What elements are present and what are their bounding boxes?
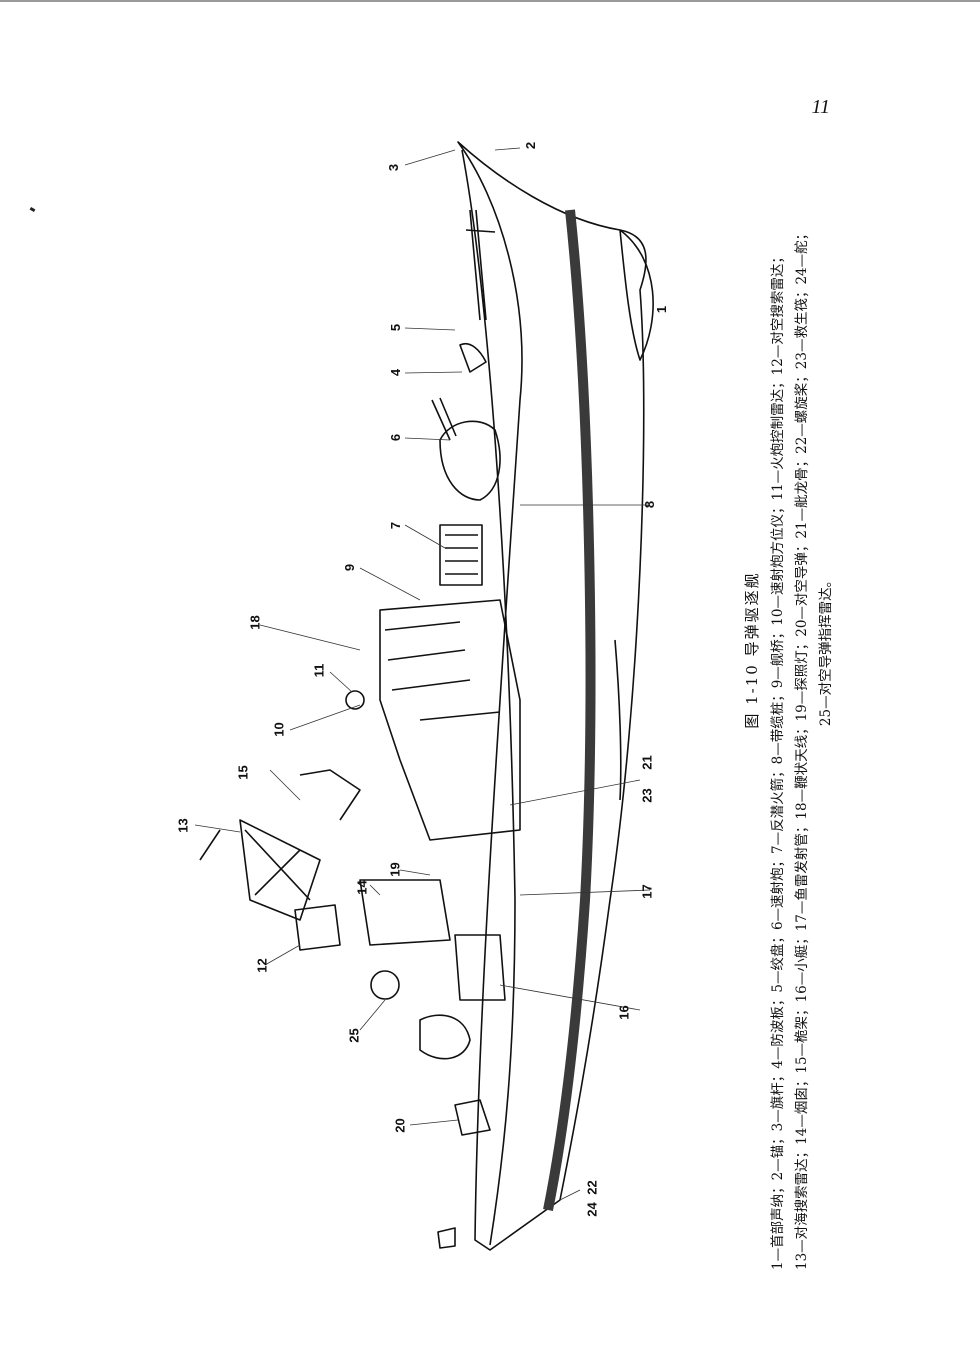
- callout-19: 19: [387, 862, 403, 877]
- air-search-radar: [294, 904, 341, 951]
- callout-14: 14: [354, 880, 370, 895]
- callout-4: 4: [388, 368, 404, 377]
- callout-22: 22: [584, 1180, 600, 1195]
- waterline-band: [543, 209, 596, 1211]
- fire-control-radar: [345, 690, 365, 710]
- bilge-keel: [614, 639, 622, 801]
- callout-6: 6: [388, 433, 404, 442]
- page-number: 11: [811, 96, 830, 118]
- hull-outline: [457, 141, 647, 1251]
- callout-10: 10: [271, 722, 287, 737]
- bridge-structure: [379, 599, 521, 841]
- callout-2: 2: [523, 141, 539, 150]
- ship-boat: [454, 934, 506, 1001]
- callout-17: 17: [639, 884, 655, 899]
- bow-curve: [619, 229, 654, 361]
- lattice-mast: [199, 819, 321, 921]
- callout-7: 7: [388, 521, 404, 530]
- figure-title: 图 1-10 导弹驱逐舰: [743, 571, 761, 729]
- callout-3: 3: [386, 163, 402, 172]
- funnel: [359, 879, 451, 946]
- anchor-chain: [465, 209, 496, 321]
- legend-line-2: 13—对海搜索雷达；14—烟囱；15—桅架；16—小艇；17—鱼雷发射管；18—…: [794, 226, 810, 1270]
- callout-21: 21: [639, 755, 655, 770]
- callout-11: 11: [311, 663, 327, 678]
- page-top-rule: [0, 0, 980, 2]
- callout-16: 16: [616, 1005, 632, 1020]
- callout-5: 5: [388, 323, 404, 332]
- stern-flag: [437, 1227, 456, 1249]
- callout-25: 25: [346, 1028, 362, 1043]
- callout-13: 13: [175, 818, 191, 833]
- breakwater: [459, 343, 487, 373]
- callout-9: 9: [342, 563, 358, 572]
- forward-gun-turret: [439, 420, 501, 501]
- deck-line: [461, 149, 516, 1246]
- callout-12: 12: [254, 958, 270, 973]
- callout-23: 23: [639, 788, 655, 803]
- missile-director-radar: [370, 970, 400, 1000]
- aft-mast: [299, 769, 361, 821]
- callout-8: 8: [642, 500, 658, 509]
- callout-15: 15: [235, 765, 251, 780]
- legend-line-1: 1—首部声纳；2—锚；3—旗杆；4—防波板；5—绞盘；6—速射炮；7—反潜火箭；…: [770, 250, 786, 1270]
- aft-gun-turret: [419, 1014, 471, 1060]
- asw-rocket-launcher: [439, 524, 483, 586]
- callout-24: 24: [584, 1202, 600, 1217]
- gun-barrel: [431, 397, 457, 441]
- sam-launcher: [454, 1099, 491, 1136]
- callout-1: 1: [654, 305, 670, 314]
- callout-20: 20: [392, 1118, 408, 1133]
- legend-line-3: 25—对空导弹指挥雷达。: [818, 573, 834, 727]
- callout-18: 18: [247, 615, 263, 630]
